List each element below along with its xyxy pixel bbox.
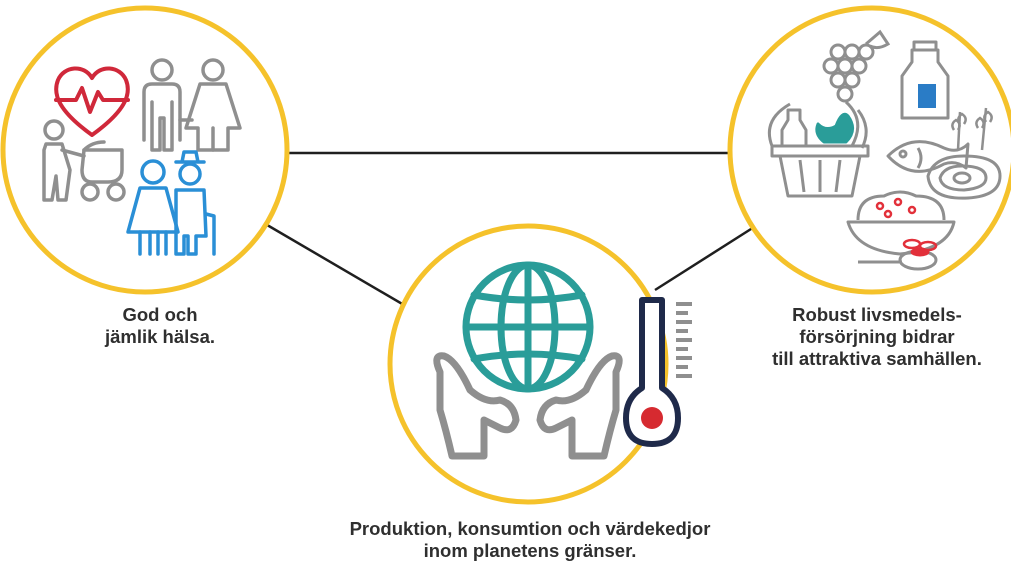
grain-icon — [951, 107, 993, 151]
planet-node — [387, 223, 692, 505]
connector-food-planet — [654, 220, 763, 292]
hands-icon — [433, 352, 623, 460]
thermometer-scale — [676, 302, 692, 378]
food-node — [727, 5, 1011, 295]
planet-caption-line-2: inom planetens gränser. — [423, 540, 637, 561]
health-caption-line-2: jämlik hälsa. — [104, 326, 216, 347]
connectors — [261, 151, 763, 307]
health-caption: God och jämlik hälsa. — [60, 304, 260, 348]
planet-caption-line-1: Produktion, konsumtion och värdekedjor — [349, 518, 711, 539]
steak-icon — [926, 154, 1002, 200]
heart-pulse-icon — [54, 66, 130, 137]
elderly-couple-icon — [126, 150, 216, 256]
health-node — [0, 5, 290, 295]
couple-icon — [142, 58, 242, 152]
food-caption-line-1: Robust livsmedels- — [792, 304, 962, 325]
grapes-icon — [822, 29, 891, 103]
food-caption-line-2: försörjning bidrar — [799, 326, 955, 347]
globe-icon — [462, 261, 594, 393]
basket-icon — [767, 100, 870, 198]
connector-health-planet — [261, 220, 405, 307]
food-caption-line-3: till attraktiva samhällen. — [772, 348, 982, 369]
planet-caption: Produktion, konsumtion och värdekedjor i… — [250, 518, 810, 562]
food-caption: Robust livsmedels- försörjning bidrar ti… — [745, 304, 1009, 370]
health-caption-line-1: God och — [122, 304, 198, 325]
thermometer-icon — [623, 297, 692, 447]
bowl-icon — [846, 190, 956, 271]
stroller-parent-icon — [42, 119, 126, 202]
milk-bottle-icon — [900, 40, 950, 120]
